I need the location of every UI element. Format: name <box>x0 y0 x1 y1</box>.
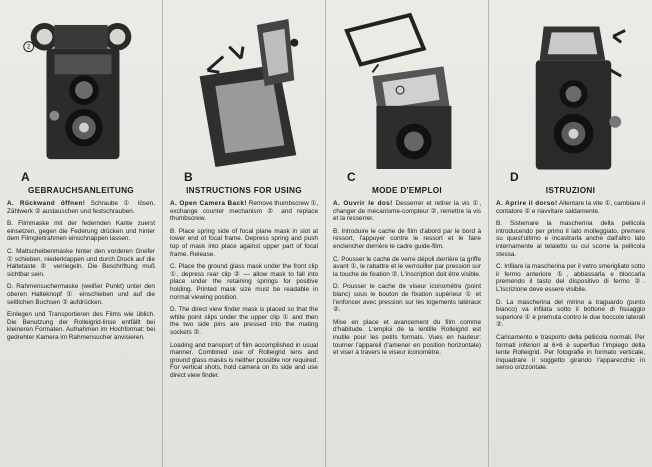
camera-back-open-illustration: 2 <box>23 22 132 160</box>
svg-text:2: 2 <box>27 45 31 51</box>
paragraph-a: A. Aprire il dorso! Allentare la vite ①,… <box>496 200 645 215</box>
camera-illustration-a: 2 A <box>7 6 155 184</box>
panel-letter: B <box>184 170 193 184</box>
panel-heading: INSTRUCTIONS FOR USING <box>186 186 302 195</box>
paragraph-c: C. Place the ground glass mask under the… <box>170 263 318 301</box>
paragraph-c: C. Mattscheibenmaske hinter den vorderen… <box>7 247 155 278</box>
paragraph-d: D. Pousser le cache de viseur iconomètre… <box>333 283 481 314</box>
paragraph-d: D. La mascherina del mirino a traguardo … <box>496 298 645 329</box>
panel-heading: GEBRAUCHSANLEITUNG <box>28 186 134 195</box>
camera-illustration-d: D <box>496 6 645 184</box>
paragraph-loading: Mise en place et avancement du film comm… <box>333 318 481 357</box>
viewfinder-mask-illustration <box>535 26 626 170</box>
panel-italian: D ISTRUZIONI A. Aprire il dorso! Allenta… <box>489 0 652 467</box>
paragraph-a: A. Open Camera Back! Remove thumbscrew ①… <box>170 200 319 223</box>
film-mask-illustration <box>199 19 299 168</box>
paragraph-d: D. Rahmensuchermaske (weißer Punkt) unte… <box>7 283 155 306</box>
paragraph-c: C. Infilare la mascherina per il vetro s… <box>496 263 645 293</box>
paragraph-d: D. The direct view finder mask is placed… <box>170 306 318 336</box>
camera-illustration-c: C <box>333 6 481 184</box>
paragraph-b: B. Place spring side of focal plane mask… <box>170 227 318 258</box>
paragraph-a: A. Ouvrir le dos! Desserrer et retirer l… <box>333 200 481 223</box>
paragraph-c: C. Pousser le cache de verre dépoli derr… <box>333 255 481 278</box>
panel-letter: A <box>21 170 30 184</box>
ground-glass-mask-illustration <box>344 12 452 169</box>
paragraph-b: B. Introduire le cache de film d'abord p… <box>333 227 481 250</box>
paragraph-a: A. Rückwand öffnen! Schraube ① lösen, Zä… <box>7 200 155 215</box>
panel-heading: MODE D'EMPLOI <box>372 186 442 195</box>
paragraph-b: B. Sistemare la mascherina della pellico… <box>496 220 645 258</box>
paragraph-loading: Loading and transport of film accomplish… <box>170 341 318 379</box>
paragraph-b: B. Filmmaske mit der federnden Kante zue… <box>7 220 155 243</box>
paragraph-loading: Einlegen und Transportieren des Films wi… <box>7 311 155 341</box>
paragraph-loading: Caricamento e trasporto della pellicola … <box>496 333 645 372</box>
panel-french: C MODE D'EMPLOI A. Ouvrir le dos! Desser… <box>326 0 489 467</box>
panel-english: B INSTRUCTIONS FOR USING A. Open Camera … <box>163 0 326 467</box>
panel-heading: ISTRUZIONI <box>545 186 596 195</box>
panel-letter: C <box>347 170 356 184</box>
camera-illustration-b: B <box>170 6 318 184</box>
panel-german: 2 A GEBRAUCHSANLEITUNG A. Rückwand öffne… <box>0 0 163 467</box>
panel-letter: D <box>510 170 519 184</box>
